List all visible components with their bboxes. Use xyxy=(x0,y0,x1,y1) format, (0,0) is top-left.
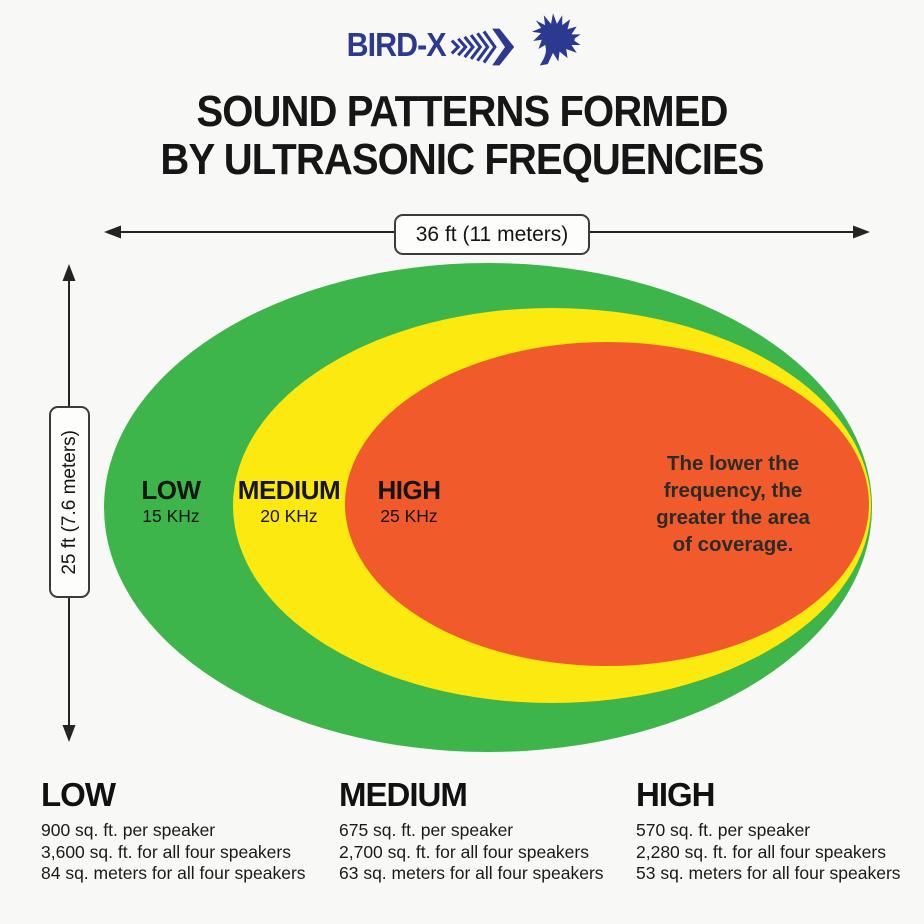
low-all-four-ft: 3,600 sq. ft. for all four speakers xyxy=(41,841,291,862)
coverage-stats: LOW 900 sq. ft. per speaker 3,600 sq. ft… xyxy=(0,778,924,908)
medium-per-speaker: 675 sq. ft. per speaker xyxy=(339,820,514,840)
medium-frequency-label: MEDIUM 20 KHz xyxy=(237,475,341,526)
low-stats-column: LOW 900 sq. ft. per speaker 3,600 sq. ft… xyxy=(41,778,333,885)
width-dimension-label: 36 ft (11 meters) xyxy=(394,214,590,255)
low-frequency-label: LOW 15 KHz xyxy=(141,475,201,526)
right-arrowhead-icon xyxy=(853,225,870,239)
up-arrowhead-icon xyxy=(62,264,76,281)
medium-stats-heading: MEDIUM xyxy=(339,776,468,813)
high-frequency-ellipse xyxy=(345,342,869,666)
high-stats-heading: HIGH xyxy=(636,776,716,813)
medium-all-four-ft: 2,700 sq. ft. for all four speakers xyxy=(339,841,589,862)
bird-icon xyxy=(531,13,581,66)
page-title: SOUND PATTERNS FORMED BY ULTRASONIC FREQ… xyxy=(42,88,883,183)
medium-stats-column: MEDIUM 675 sq. ft. per speaker 2,700 sq.… xyxy=(339,778,631,885)
high-per-speaker: 570 sq. ft. per speaker xyxy=(636,820,811,840)
high-all-four-ft: 2,280 sq. ft. for all four speakers xyxy=(636,841,886,862)
page-title-line2: BY ULTRASONIC FREQUENCIES xyxy=(160,134,764,184)
height-dimension-label: 25 ft (7.6 meters) xyxy=(49,406,90,598)
page-title-line1: SOUND PATTERNS FORMED xyxy=(196,87,728,136)
high-frequency-label: HIGH 25 KHz xyxy=(377,475,442,526)
high-stats-column: HIGH 570 sq. ft. per speaker 2,280 sq. f… xyxy=(636,778,924,885)
left-arrowhead-icon xyxy=(104,225,121,239)
low-per-speaker: 900 sq. ft. per speaker xyxy=(41,820,216,840)
low-all-four-m: 84 sq. meters for all four speakers xyxy=(41,863,306,883)
birdx-logo-text: BIRD-X xyxy=(346,25,447,63)
chevrons-icon xyxy=(450,28,514,66)
coverage-note: The lower the frequency, the greater the… xyxy=(656,452,810,556)
medium-all-four-m: 63 sq. meters for all four speakers xyxy=(339,863,604,883)
birdx-logo: BIRD-X xyxy=(0,12,924,76)
down-arrowhead-icon xyxy=(62,725,76,742)
low-stats-heading: LOW xyxy=(41,776,116,813)
high-all-four-m: 53 sq. meters for all four speakers xyxy=(636,863,901,883)
